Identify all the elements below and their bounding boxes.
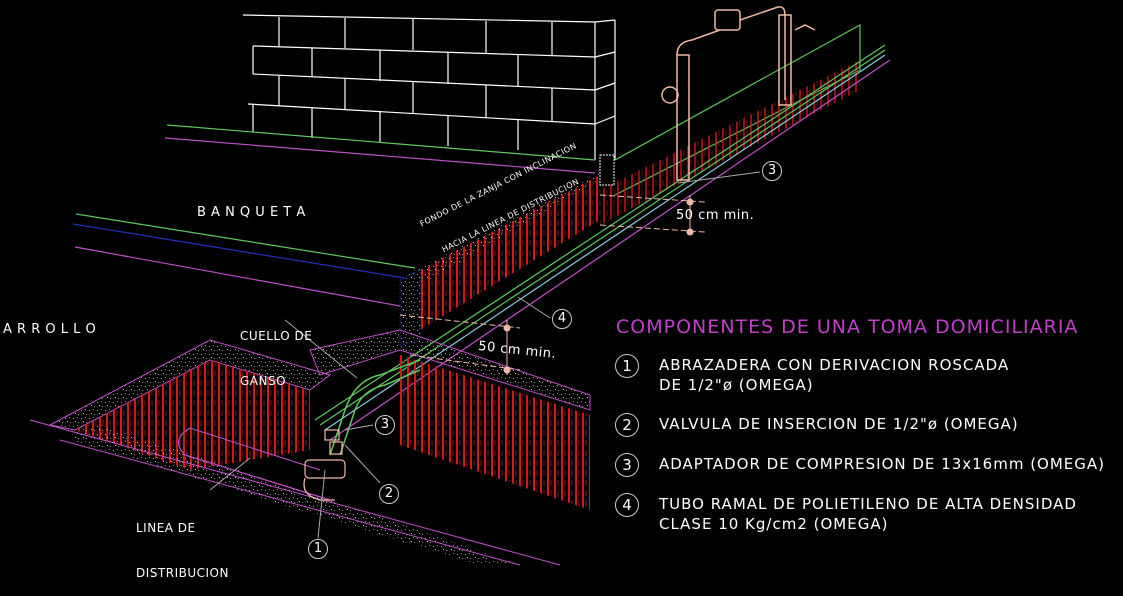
callout-2: 2	[379, 484, 399, 504]
legend-title: COMPONENTES DE UNA TOMA DOMICILIARIA	[616, 316, 1079, 338]
meter-assembly	[661, 6, 816, 181]
callout-4: 4	[552, 309, 572, 329]
label-linea-line2: DISTRIBUCION	[136, 566, 229, 580]
label-cuello-line2: GANSO	[240, 374, 287, 388]
label-cuello-ganso: CUELLO DE GANSO	[240, 299, 312, 404]
callout-1: 1	[308, 539, 328, 559]
label-arrollo: A R R O L L O	[3, 322, 97, 337]
legend-text-4: TUBO RAMAL DE POLIETILENO DE ALTA DENSID…	[659, 495, 1077, 533]
block-wall	[242, 14, 616, 160]
street-trench	[29, 329, 591, 566]
legend-number-3: 3	[615, 453, 639, 477]
callout-3-lower: 3	[375, 415, 395, 435]
callout-3-upper: 3	[762, 161, 782, 181]
legend-number-4: 4	[615, 493, 639, 517]
label-cuello-line1: CUELLO DE	[240, 329, 313, 343]
cad-drawing	[29, 6, 891, 566]
label-linea-line1: LINEA DE	[136, 521, 196, 535]
label-linea-distribucion: LINEA DE DISTRIBUCION	[136, 491, 229, 596]
saddle-clamp	[303, 429, 346, 501]
label-banqueta: B A N Q U E T A	[197, 205, 306, 220]
dimension-lower	[399, 314, 521, 375]
legend-number-1: 1	[615, 354, 639, 378]
legend-number-2: 2	[615, 413, 639, 437]
legend-text-3: ADAPTADOR DE COMPRESION DE 13x16mm (OMEG…	[659, 455, 1106, 473]
legend-text-1: ABRAZADERA CON DERIVACION ROSCADA DE 1/2…	[659, 356, 1010, 394]
legend-text-2: VALVULA DE INSERCION DE 1/2"ø (OMEGA)	[659, 415, 1019, 433]
dimension-label-upper: 50 cm min.	[676, 208, 755, 223]
dimension-upper	[599, 194, 706, 236]
